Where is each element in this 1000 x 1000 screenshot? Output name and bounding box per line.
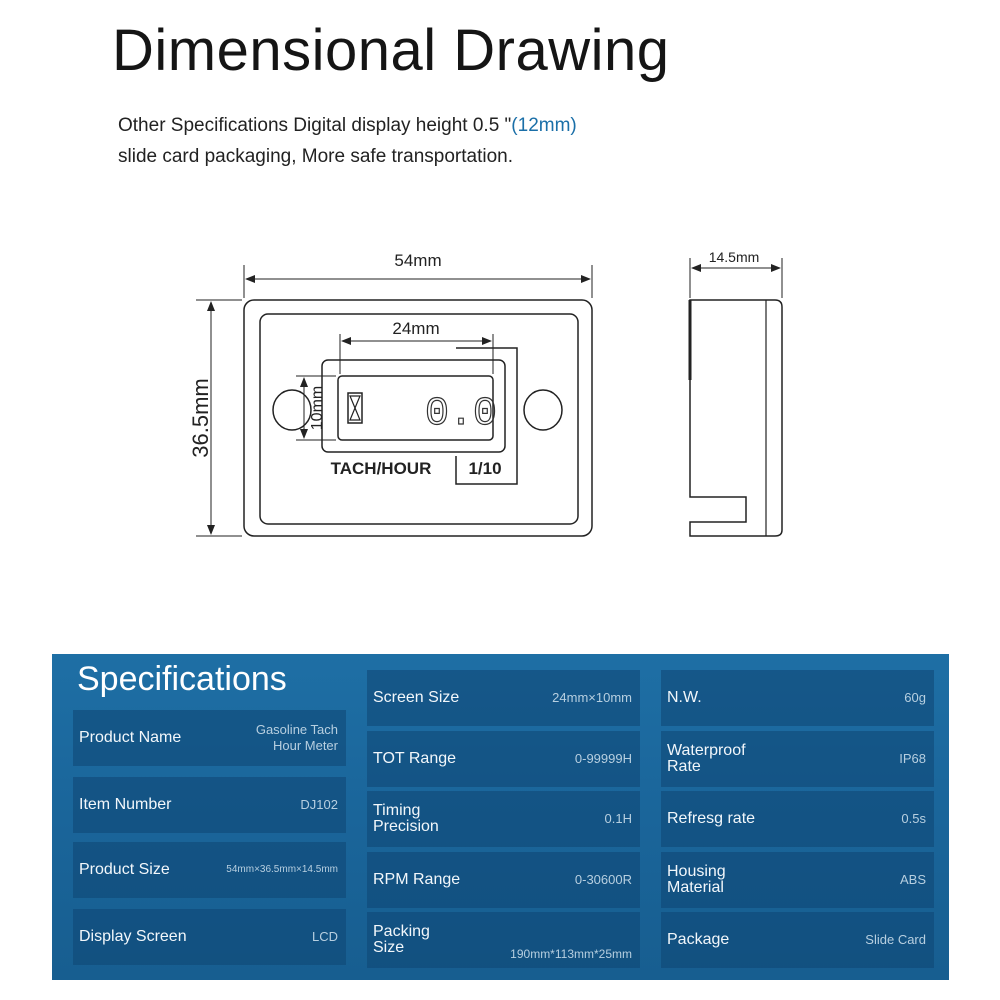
spec-cell-waterproof-rate: Waterproof Rate IP68 [661, 731, 934, 787]
spec-label: RPM Range [373, 871, 461, 888]
spec-value: 60g [904, 690, 926, 705]
spec-cell-tot-range: TOT Range 0-99999H [367, 731, 640, 787]
specifications-title: Specifications [77, 660, 287, 698]
spec-cell-timing-precision: Timing Precision 0.1H [367, 791, 640, 847]
spec-value: 0.5s [901, 811, 926, 826]
spec-value: 24mm×10mm [552, 690, 632, 705]
height-label: 36.5mm [188, 378, 213, 457]
lcd-window [337, 375, 494, 441]
spec-label: TOT Range [373, 750, 457, 767]
specifications-panel: Specifications Product Name Gasoline Tac… [52, 654, 949, 980]
spec-label: Display Screen [79, 928, 187, 945]
lcd-digits: 0.0 [425, 392, 497, 437]
spec-cell-product-name: Product Name Gasoline Tach Hour Meter [73, 710, 346, 766]
spec-label: Package [667, 931, 730, 948]
device-inner-body [259, 313, 579, 525]
spec-cell-package: Package Slide Card [661, 912, 934, 968]
spec-cell-rpm-range: RPM Range 0-30600R [367, 852, 640, 908]
spec-label: Refresg rate [667, 810, 756, 827]
spec-cell-item-number: Item Number DJ102 [73, 777, 346, 833]
mount-hole-right [523, 389, 563, 431]
spec-cell-net-weight: N.W. 60g [661, 670, 934, 726]
spec-cell-product-size: Product Size 54mm×36.5mm×14.5mm [73, 842, 346, 898]
device-ratio-label: 1/10 [468, 459, 501, 478]
spec-label: N.W. [667, 689, 702, 706]
spec-line-1-accent: (12mm) [511, 115, 577, 136]
spec-label: Housing Material [667, 863, 726, 896]
spec-line-1: Other Specifications Digital display hei… [118, 115, 512, 136]
width-label: 54mm [394, 251, 441, 270]
spec-value: 0-30600R [574, 872, 632, 887]
spec-value: Slide Card [865, 932, 926, 947]
spec-value: 190mm*113mm*25mm [510, 947, 632, 961]
spec-label: Product Size [79, 861, 170, 878]
spec-value: Gasoline Tach Hour Meter [255, 722, 338, 753]
spec-label: Screen Size [373, 689, 460, 706]
spec-description: Other Specifications Digital display hei… [118, 110, 577, 172]
spec-value: IP68 [899, 751, 926, 766]
spec-cell-housing-material: Housing Material ABS [661, 852, 934, 908]
spec-label: Packing Size [373, 923, 430, 956]
spec-value: ABS [899, 872, 926, 887]
spec-value: 0-99999H [574, 751, 632, 766]
spec-cell-screen-size: Screen Size 24mm×10mm [367, 670, 640, 726]
screen-width-label: 24mm [392, 319, 439, 338]
screen-height-label: 10mm [309, 386, 326, 430]
device-outer-body [243, 299, 593, 537]
spec-cell-refresh-rate: Refresg rate 0.5s [661, 791, 934, 847]
page-title: Dimensional Drawing [112, 18, 670, 83]
depth-label: 14.5mm [709, 249, 760, 265]
spec-label: Waterproof Rate [667, 742, 746, 775]
spec-label: Timing Precision [373, 802, 439, 835]
mount-hole-left [272, 389, 312, 431]
spec-cell-packing-size: Packing Size 190mm*113mm*25mm [367, 912, 640, 968]
dimensional-drawing: 0.0 54mm 24mm 14.5mm 36.5mm 10mm TACH/HO… [188, 249, 783, 537]
device-model-label: TACH/HOUR [331, 459, 432, 478]
spec-label: Item Number [79, 796, 172, 813]
spec-value: LCD [311, 929, 338, 944]
side-view-body [689, 299, 783, 537]
spec-value: 54mm×36.5mm×14.5mm [226, 864, 338, 875]
spec-line-2: slide card packaging, More safe transpor… [118, 146, 513, 167]
spec-label: Product Name [79, 729, 182, 746]
spec-value: DJ102 [300, 797, 338, 812]
spec-value: 0.1H [604, 811, 632, 826]
screen-bezel [321, 359, 506, 453]
spec-cell-display-screen: Display Screen LCD [73, 909, 346, 965]
